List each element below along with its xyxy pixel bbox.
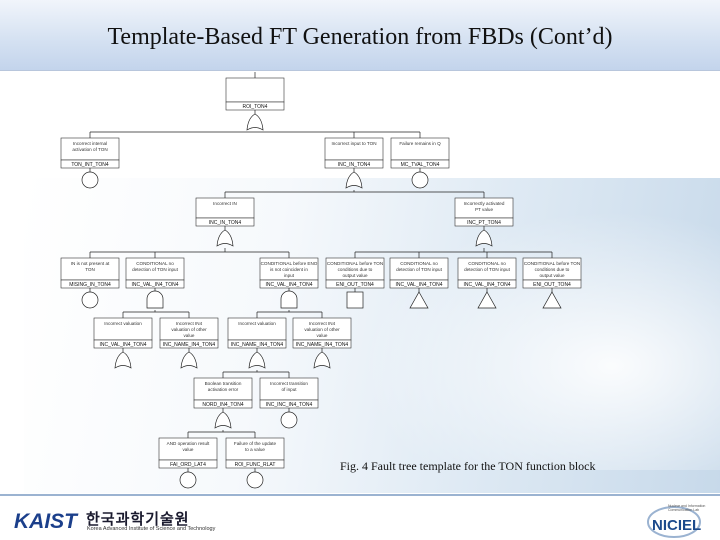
event-label: FAI_ORD_LAT4 bbox=[170, 462, 206, 468]
event-label: INC_VAL_IN4_TON4 bbox=[99, 342, 146, 348]
event-label: INC_VAL_IN4_TON4 bbox=[463, 282, 510, 288]
event-label: TON_INT_TON4 bbox=[71, 162, 109, 168]
or-gate-icon bbox=[214, 411, 232, 429]
event-description: value bbox=[317, 333, 328, 338]
event-label: ROI_FUNC_RLAT bbox=[235, 462, 276, 468]
event-label: INC_INC_IN4_TON4 bbox=[266, 402, 313, 408]
event-label: MC_TVAL_TON4 bbox=[401, 162, 440, 168]
background-glow bbox=[360, 210, 720, 470]
basic-event-icon bbox=[280, 411, 298, 429]
event-label: INC_VAL_IN4_TON4 bbox=[131, 282, 178, 288]
basic-event-icon bbox=[179, 471, 197, 489]
event-description: TON bbox=[85, 267, 95, 272]
event-description: detection of TON input bbox=[396, 267, 443, 272]
transfer-triangle-icon bbox=[542, 291, 562, 309]
basic-event-icon bbox=[81, 291, 99, 309]
figure-caption: Fig. 4 Fault tree template for the TON f… bbox=[340, 459, 596, 473]
event-label: INC_NAME_IN4_TON4 bbox=[163, 342, 216, 348]
event-description: Incorrect internal bbox=[73, 141, 107, 146]
and-gate-icon bbox=[146, 290, 164, 309]
event-description: detection of TON input bbox=[464, 267, 511, 272]
event-description: conditions due to bbox=[535, 267, 570, 272]
event-description: CONDITIONAL no bbox=[136, 261, 174, 266]
event-description: valuation of other bbox=[171, 327, 207, 332]
event-label: NORD_IN4_TON4 bbox=[202, 402, 244, 408]
event-description: CONDITIONAL before TON bbox=[524, 261, 580, 266]
slide-title: Template-Based FT Generation from FBDs (… bbox=[107, 24, 613, 50]
kaist-english-name: Korea Advanced Institute of Science and … bbox=[87, 526, 216, 532]
event-description: Incorrect IN4 bbox=[309, 321, 336, 326]
event-label: INC_PT_TON4 bbox=[467, 220, 501, 226]
event-description: Failure remains in Q bbox=[399, 141, 441, 146]
event-description: Boolean transition bbox=[205, 381, 242, 386]
event-description: Failure of the update bbox=[234, 441, 277, 446]
event-description: is not coincident in bbox=[270, 267, 308, 272]
event-description: Incorrect transition bbox=[270, 381, 308, 386]
event-label: ROI_TON4 bbox=[243, 104, 268, 110]
basic-event-icon bbox=[81, 171, 99, 189]
event-description: activation error bbox=[208, 387, 239, 392]
transfer-triangle-icon bbox=[477, 291, 497, 309]
or-gate-icon bbox=[345, 171, 363, 189]
event-description: CONDITIONAL no bbox=[468, 261, 506, 266]
or-gate-icon bbox=[216, 229, 234, 247]
event-label: MISING_IN_TON4 bbox=[69, 282, 111, 288]
or-gate-icon bbox=[475, 229, 493, 247]
or-gate-icon bbox=[248, 351, 266, 369]
event-description: AND operation result bbox=[167, 441, 210, 446]
house-event-icon bbox=[346, 291, 364, 309]
or-gate-icon bbox=[313, 351, 331, 369]
event-description: value bbox=[184, 333, 195, 338]
kaist-wordmark: KAIST bbox=[14, 510, 79, 531]
event-description: CONDITIONAL before TON bbox=[327, 261, 383, 266]
event-description: detection of TON input bbox=[132, 267, 179, 272]
event-description: Incorrect input to TON bbox=[331, 141, 376, 146]
event-description: Incorrect IN bbox=[213, 201, 237, 206]
event-description: output value bbox=[342, 273, 367, 278]
event-description: value bbox=[183, 447, 194, 452]
basic-event-icon bbox=[246, 471, 264, 489]
and-gate-icon bbox=[280, 290, 298, 309]
niciel-logo: NICIEL bbox=[647, 506, 701, 538]
event-description: valuation of other bbox=[304, 327, 340, 332]
or-gate-icon bbox=[114, 351, 132, 369]
event-description: to a value bbox=[245, 447, 265, 452]
kaist-korean-name: 한국과학기술원 bbox=[86, 510, 190, 528]
niciel-swoosh bbox=[647, 506, 701, 538]
event-label: INC_NAME_IN4_TON4 bbox=[231, 342, 284, 348]
event-label: INC_IN_TON4 bbox=[338, 162, 371, 168]
kaist-logo: KAIST bbox=[14, 510, 79, 531]
event-description: activation of TON bbox=[72, 147, 107, 152]
event-description: PT value bbox=[475, 207, 493, 212]
niciel-tagline: Nuclear and Information Communication La… bbox=[668, 504, 706, 512]
title-bar: Template-Based FT Generation from FBDs (… bbox=[0, 0, 720, 71]
event-label: INC_IN_TON4 bbox=[209, 220, 242, 226]
event-description: IN is not present at bbox=[71, 261, 110, 266]
or-gate-icon bbox=[180, 351, 198, 369]
event-description: CONDITIONAL no bbox=[400, 261, 438, 266]
transfer-triangle-icon bbox=[409, 291, 429, 309]
event-description-box bbox=[225, 77, 285, 103]
basic-event-icon bbox=[411, 171, 429, 189]
event-description: of input bbox=[281, 387, 297, 392]
event-description: Incorrect valuation bbox=[238, 321, 276, 326]
event-description: Incorrect IN4 bbox=[176, 321, 203, 326]
event-description: input bbox=[284, 273, 295, 278]
event-description: output value bbox=[539, 273, 564, 278]
event-label: INC_VAL_IN4_TON4 bbox=[265, 282, 312, 288]
event-description: conditions due to bbox=[338, 267, 373, 272]
event-label: ENI_OUT_TON4 bbox=[533, 282, 571, 288]
niciel-wordmark: NICIEL bbox=[652, 517, 701, 534]
event-label: ENI_OUT_TON4 bbox=[336, 282, 374, 288]
or-gate-icon bbox=[246, 113, 264, 131]
event-description: CONDITIONAL before ENO bbox=[261, 261, 318, 266]
event-description: Incorrectly activated bbox=[464, 201, 505, 206]
event-label: INC_VAL_IN4_TON4 bbox=[395, 282, 442, 288]
footer-divider bbox=[0, 494, 720, 496]
event-label: INC_NAME_IN4_TON4 bbox=[296, 342, 349, 348]
event-description: Incorrect valuation bbox=[104, 321, 142, 326]
